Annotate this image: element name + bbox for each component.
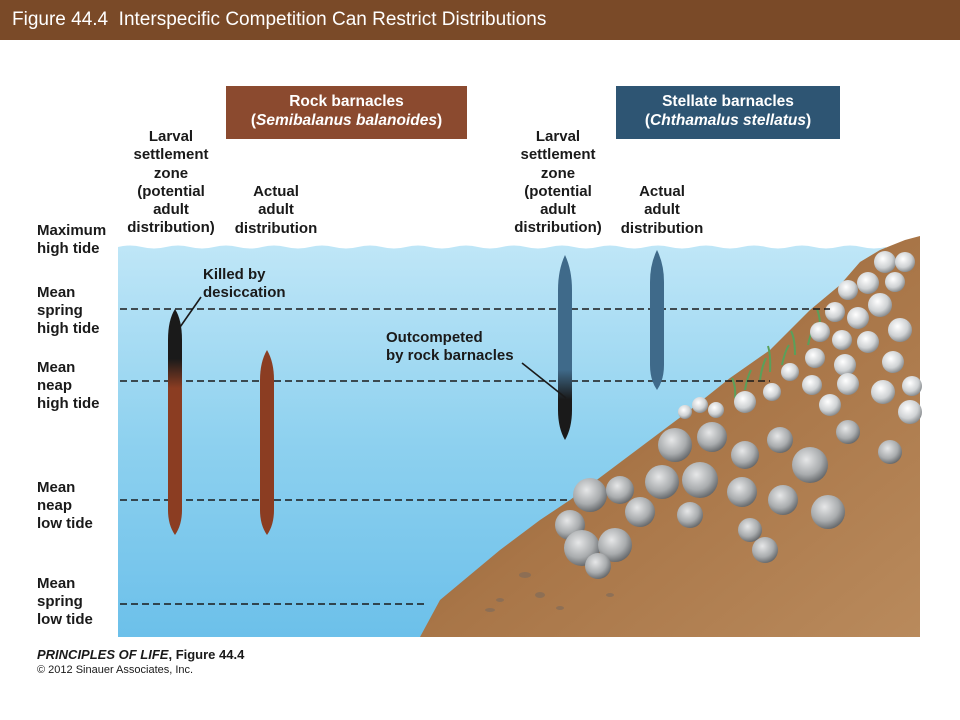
rock-barnacles-box: Rock barnacles (Semibalanus balanoides) xyxy=(226,86,467,139)
pebbles xyxy=(485,572,614,612)
desiccation-leader xyxy=(177,296,202,331)
water-body xyxy=(118,245,886,637)
rock-barnacles-common-name: Rock barnacles xyxy=(289,93,404,110)
rock-actual-distribution-bar xyxy=(260,350,274,535)
rock-barnacles-scientific-name: (Semibalanus balanoides) xyxy=(250,112,443,129)
figure-title: Figure 44.4 Interspecific Competition Ca… xyxy=(12,9,547,30)
rock-larval-distribution-bar xyxy=(168,309,182,535)
stellate-larval-distribution-bar xyxy=(558,255,572,440)
rock-barnacle-cluster xyxy=(555,420,902,579)
copyright-notice: © 2012 Sinauer Associates, Inc. xyxy=(37,664,194,676)
outcompeted-leader xyxy=(521,362,567,399)
stellate-actual-distribution-bar xyxy=(650,250,664,390)
figure-credit: PRINCIPLES OF LIFE, Figure 44.4 xyxy=(37,647,245,662)
stellate-barnacle-cluster xyxy=(678,251,922,424)
stellate-barnacles-common-name: Stellate barnacles xyxy=(662,93,794,110)
title-bar: Figure 44.4 Interspecific Competition Ca… xyxy=(0,0,960,40)
tide-lines xyxy=(120,308,830,605)
stellate-barnacles-scientific-name: (Chthamalus stellatus) xyxy=(644,112,812,129)
stellate-barnacles-box: Stellate barnacles (Chthamalus stellatus… xyxy=(616,86,840,139)
